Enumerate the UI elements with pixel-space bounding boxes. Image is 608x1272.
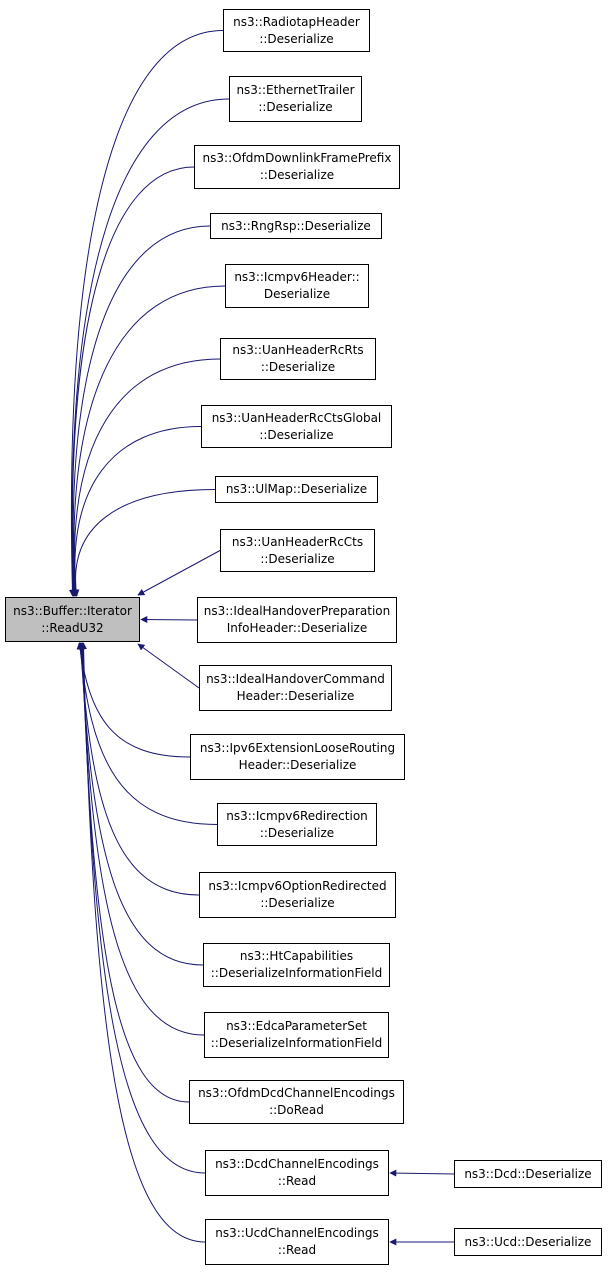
node-label-line: ::Deserialize bbox=[259, 825, 335, 840]
node-label-line: Deserialize bbox=[263, 287, 331, 301]
caller-node[interactable]: ns3::Icmpv6OptionRedirected::Deserialize bbox=[199, 872, 396, 918]
caller-node[interactable]: ns3::RadiotapHeader::Deserialize bbox=[223, 9, 370, 52]
node-label-line: ::Deserialize bbox=[260, 551, 335, 566]
call-edge bbox=[137, 550, 221, 596]
call-edge bbox=[70, 166, 195, 597]
node-label-line: ns3::Icmpv6OptionRedirected bbox=[208, 879, 387, 893]
call-edge bbox=[70, 225, 211, 597]
node-label-line: ::DeserializeInformationField bbox=[210, 966, 383, 980]
call-edge bbox=[389, 1169, 455, 1177]
call-edge bbox=[72, 426, 202, 597]
node-label-line: ::DeserializeInformationField bbox=[210, 1036, 383, 1050]
node-label-line: ns3::Dcd::Deserialize bbox=[464, 1166, 592, 1181]
node-label-line: Header::Deserialize bbox=[238, 758, 357, 772]
caller-node[interactable]: ns3::EdcaParameterSet::DeserializeInform… bbox=[204, 1012, 389, 1058]
node-label-line: Header::Deserialize bbox=[236, 689, 355, 703]
node-label-line: ::Deserialize bbox=[258, 100, 333, 114]
node-label-line: ::Deserialize bbox=[260, 360, 336, 374]
call-edge bbox=[137, 643, 200, 689]
node-label-line: ::Deserialize bbox=[259, 427, 334, 442]
call-edge bbox=[72, 489, 216, 597]
caller-node[interactable]: ns3::UanHeaderRcCts::Deserialize bbox=[220, 529, 375, 572]
node-label-line: ::Read bbox=[277, 1174, 317, 1188]
node-label-line: ::Deserialize bbox=[259, 168, 335, 182]
node-label-line: ns3::UcdChannelEncodings bbox=[215, 1226, 379, 1240]
node-label-line: InfoHeader::Deserialize bbox=[226, 621, 368, 635]
caller-node[interactable]: ns3::UanHeaderRcRts::Deserialize bbox=[220, 338, 376, 380]
caller-node[interactable]: ns3::Icmpv6Header::Deserialize bbox=[225, 264, 369, 308]
node-label-line: ::Deserialize bbox=[260, 896, 335, 910]
node-label-line: ::Deserialize bbox=[259, 31, 334, 46]
node-label-line: ns3::HtCapabilities bbox=[239, 949, 354, 963]
caller-node[interactable]: ns3::OfdmDcdChannelEncodings::DoRead bbox=[189, 1080, 404, 1124]
node-label-line: ns3::Ucd::Deserialize bbox=[464, 1234, 592, 1249]
call-edge bbox=[71, 285, 226, 597]
node-label-line: ns3::UlMap::Deserialize bbox=[225, 482, 368, 496]
caller-node[interactable]: ns3::UanHeaderRcCtsGlobal::Deserialize bbox=[201, 405, 392, 448]
node-label-line: ns3::Ipv6ExtensionLooseRouting bbox=[199, 741, 396, 755]
caller-node[interactable]: ns3::Icmpv6Redirection::Deserialize bbox=[217, 803, 377, 846]
node-label-line: ns3::Icmpv6Redirection bbox=[226, 808, 368, 823]
node-label-line: ns3::IdealHandoverCommand bbox=[206, 672, 385, 686]
node-label-line: ::Read bbox=[277, 1243, 317, 1257]
node-label-line: ns3::UanHeaderRcRts bbox=[232, 343, 364, 357]
node-label-line: ns3::OfdmDownlinkFramePrefix bbox=[202, 151, 392, 165]
caller-node[interactable]: ns3::OfdmDownlinkFramePrefix::Deserializ… bbox=[194, 145, 400, 189]
caller-node[interactable]: ns3::DcdChannelEncodings::Read bbox=[205, 1150, 389, 1196]
node-label-line: ns3::Icmpv6Header:: bbox=[234, 270, 360, 284]
call-edge bbox=[140, 616, 198, 624]
node-label-line: ns3::RadiotapHeader bbox=[233, 14, 360, 29]
node-label-line: ns3::IdealHandoverPreparation bbox=[203, 604, 391, 618]
node-label-line: ns3::EthernetTrailer bbox=[236, 83, 355, 97]
node-label-line: ns3::UanHeaderRcCts bbox=[231, 534, 364, 549]
node-label-line: ::ReadU32 bbox=[41, 620, 104, 635]
node-label-line: ns3::UanHeaderRcCtsGlobal bbox=[211, 410, 382, 425]
caller-node[interactable]: ns3::RngRsp::Deserialize bbox=[210, 213, 382, 239]
call-edge bbox=[78, 642, 205, 1036]
call-edge bbox=[76, 642, 191, 758]
call-edge bbox=[68, 30, 224, 597]
second-level-caller-node[interactable]: ns3::Dcd::Deserialize bbox=[454, 1160, 602, 1188]
caller-node[interactable]: ns3::UlMap::Deserialize bbox=[215, 476, 378, 503]
call-edge bbox=[71, 358, 221, 597]
node-label-line: ns3::Buffer::Iterator bbox=[13, 603, 132, 618]
node-label-line: ns3::OfdmDcdChannelEncodings bbox=[198, 1086, 395, 1100]
second-level-caller-node[interactable]: ns3::Ucd::Deserialize bbox=[454, 1228, 602, 1256]
call-edge bbox=[79, 642, 206, 1174]
root-function-node: ns3::Buffer::Iterator::ReadU32 bbox=[5, 597, 140, 642]
node-label-line: ns3::RngRsp::Deserialize bbox=[221, 218, 371, 233]
node-label-line: ns3::EdcaParameterSet bbox=[226, 1019, 367, 1033]
call-edge bbox=[80, 642, 206, 1243]
node-label-line: ns3::DcdChannelEncodings bbox=[215, 1157, 379, 1171]
caller-node[interactable]: ns3::HtCapabilities::DeserializeInformat… bbox=[203, 943, 390, 987]
caller-node[interactable]: ns3::EthernetTrailer::Deserialize bbox=[229, 76, 362, 122]
node-label-line: ::DoRead bbox=[269, 1103, 324, 1117]
caller-node[interactable]: ns3::UcdChannelEncodings::Read bbox=[205, 1219, 389, 1265]
